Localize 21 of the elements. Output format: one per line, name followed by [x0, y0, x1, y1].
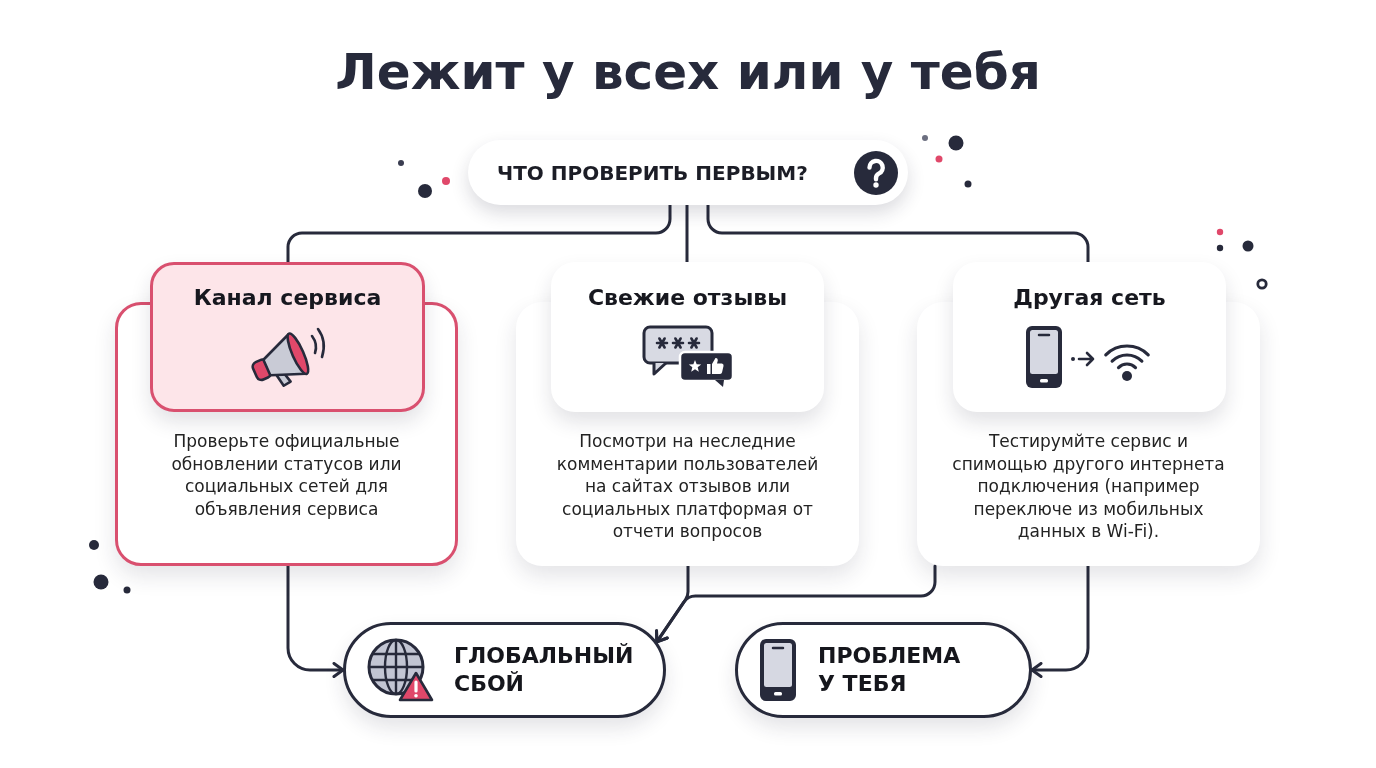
connector-line	[286, 203, 672, 264]
card-description: Посмотри на неследние комментарии пользователей на сайтах отзывов или социальных платформая от отчети вопросов	[555, 430, 820, 543]
question-pill	[468, 140, 908, 205]
card-title: Канал сервиса	[193, 284, 382, 312]
result-text: ГЛОБАЛЬНЫЙ СБОЙ	[454, 642, 635, 698]
card-header	[551, 262, 824, 412]
card-title: Другая сеть	[1013, 284, 1166, 312]
question-text: ЧТО ПРОВЕРИТЬ ПЕРВЫМ?	[497, 160, 808, 185]
card-description: Проверьте официальные обновлении статусов или социальных сетей для объявления сервиса	[170, 430, 403, 520]
result-pill	[343, 622, 666, 718]
arrow	[1030, 564, 1090, 678]
arrow	[655, 564, 937, 644]
diagram-title: Лежит у всех или у тебя	[335, 44, 1041, 100]
result-text: ПРОБЛЕМА У ТЕБЯ	[818, 642, 962, 698]
card-header	[953, 262, 1226, 412]
arrow	[286, 564, 345, 678]
card-title: Свежие отзывы	[587, 284, 788, 312]
connector-line	[685, 203, 689, 264]
card-description: Тестирумйте сервис и спимощью другого интернета подключения (например переключе из мобильных данных в Wi-Fi).	[951, 430, 1226, 543]
connector-line	[706, 203, 1090, 264]
card-header	[150, 262, 425, 412]
